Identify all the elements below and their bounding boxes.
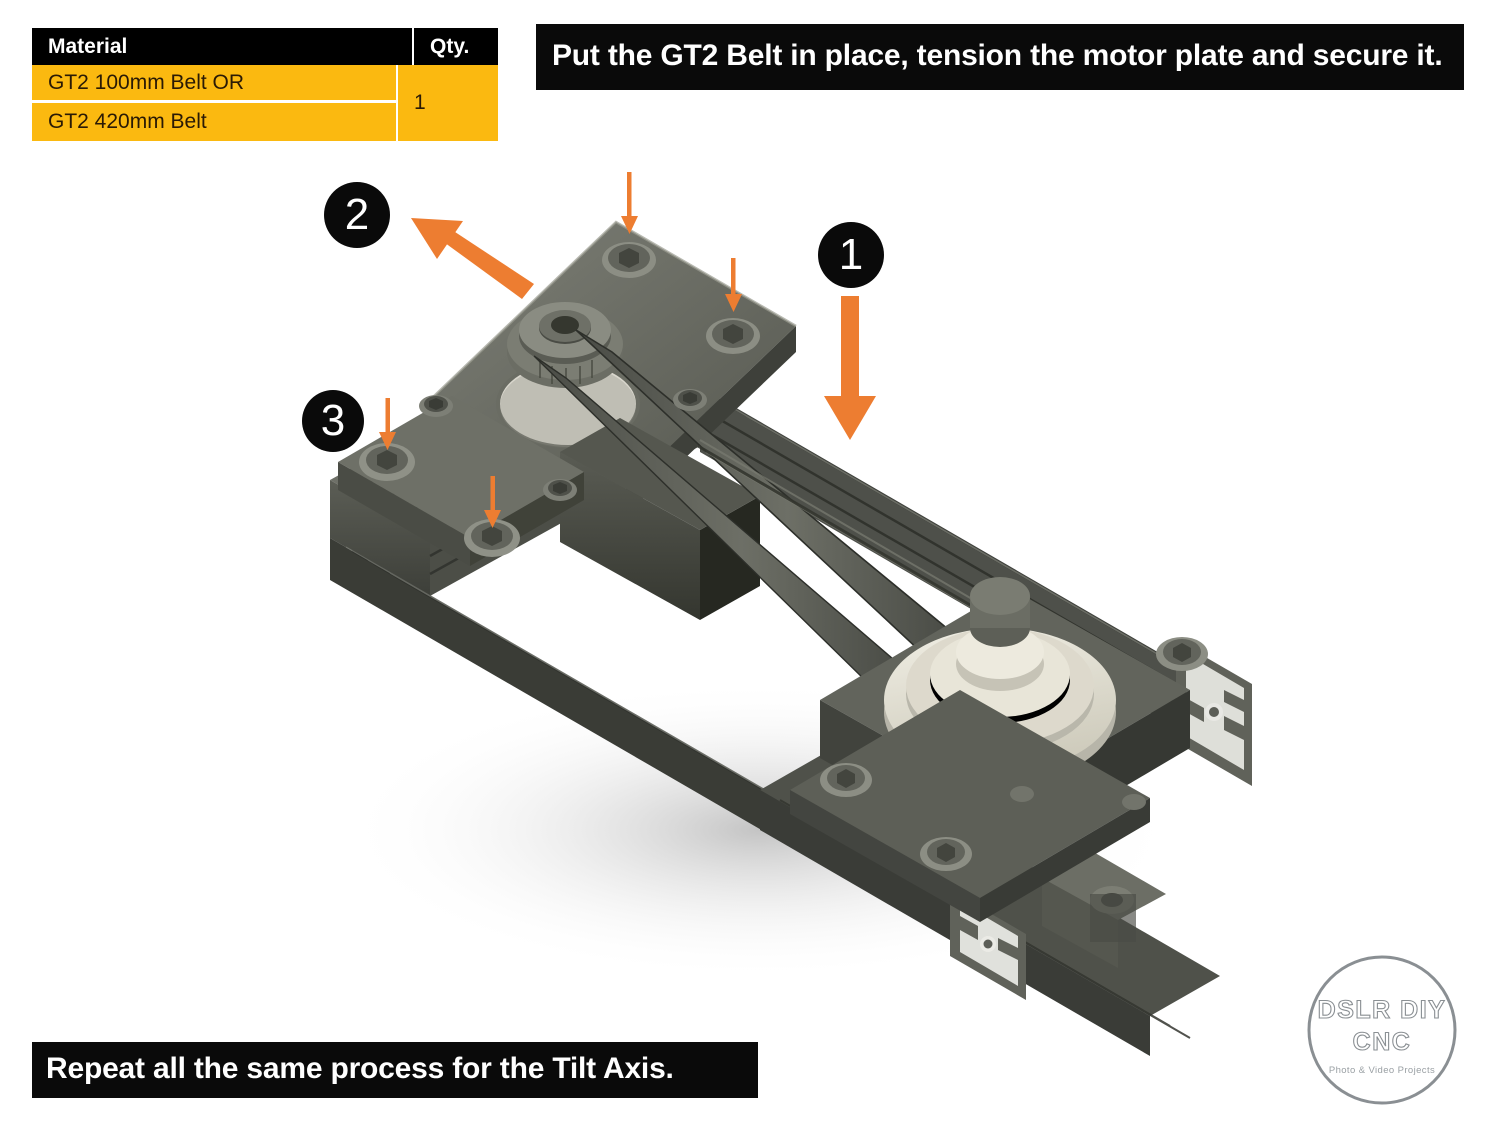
logo-line-1: DSLR DIY xyxy=(1318,996,1447,1024)
gt2-drive-pulley xyxy=(507,302,623,388)
callout-badge-3: 3 xyxy=(302,390,364,452)
column-header-material: Material xyxy=(48,34,128,58)
instruction-caption-top: Put the GT2 Belt in place, tension the m… xyxy=(536,24,1464,90)
logo-tagline: Photo & Video Projects xyxy=(1329,1065,1435,1076)
table-header-row: Material Qty. xyxy=(32,28,498,65)
callout-badge-2: 2 xyxy=(324,182,390,248)
logo-line-2: CNC xyxy=(1353,1028,1412,1056)
table-body: GT2 100mm Belt OR GT2 420mm Belt 1 xyxy=(32,65,498,141)
pivot-mount-block xyxy=(1042,850,1166,968)
hex-socket-cap-screws xyxy=(359,242,1208,871)
qty-merged-cell: 1 xyxy=(396,65,498,141)
logo-circle-outline xyxy=(1307,955,1457,1105)
column-header-qty: Qty. xyxy=(412,28,532,65)
callout-badge-1: 1 xyxy=(818,222,884,288)
material-cells: GT2 100mm Belt OR GT2 420mm Belt xyxy=(32,65,396,141)
bill-of-materials-table: Material Qty. GT2 100mm Belt OR GT2 420m… xyxy=(32,28,498,141)
extrusion-end-profile-right xyxy=(1176,640,1252,786)
brand-logo: DSLR DIY CNC Photo & Video Projects xyxy=(1307,955,1457,1105)
extrusion-end-profile-bottom xyxy=(950,890,1026,1000)
motor-mount-plate-lower xyxy=(790,690,1150,922)
table-row: GT2 100mm Belt OR xyxy=(32,65,396,103)
instruction-caption-bottom: Repeat all the same process for the Tilt… xyxy=(32,1042,758,1098)
table-row: GT2 420mm Belt xyxy=(32,103,396,141)
